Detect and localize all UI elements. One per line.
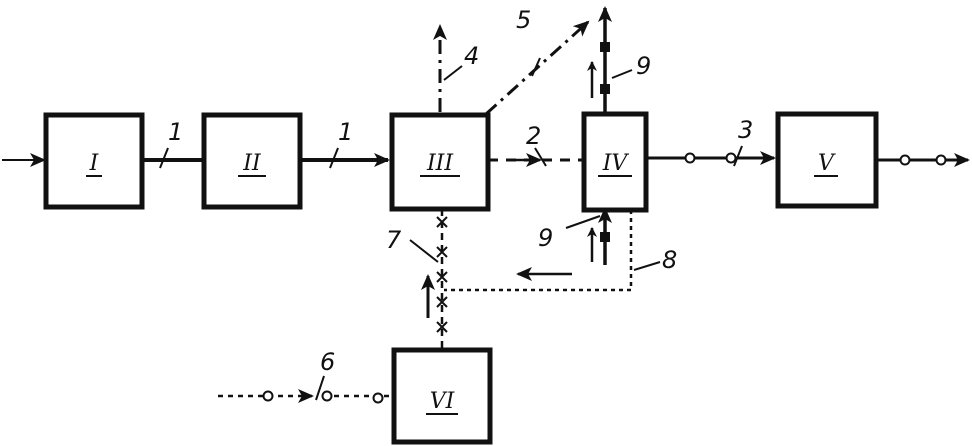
flow-5-diagonal <box>484 20 590 116</box>
callout-6: 6 <box>320 348 335 376</box>
block-i: I <box>43 112 145 210</box>
block-i-label: I <box>89 151 100 176</box>
block-v-label: V <box>818 151 836 176</box>
callout-1a: 1 <box>168 118 183 146</box>
block-vi: VI <box>391 347 493 445</box>
flow-7-x-markers <box>436 216 448 333</box>
callout-3: 3 <box>738 116 753 144</box>
flow-9-square-3 <box>600 232 610 242</box>
flow-6-node-2 <box>321 390 333 402</box>
flow-3-node-2 <box>725 152 737 164</box>
callout-8: 8 <box>662 246 677 274</box>
callout-4: 4 <box>464 42 479 70</box>
flow-6-node-3 <box>372 392 384 404</box>
block-vi-label: VI <box>430 389 456 414</box>
block-v: V <box>775 111 879 209</box>
callout-2: 2 <box>526 122 541 150</box>
callout-1b: 1 <box>338 118 353 146</box>
block-iv: IV <box>581 111 649 213</box>
flow-9-square-2 <box>600 84 610 94</box>
block-ii: II <box>201 112 303 210</box>
flow-3-node-1 <box>684 152 696 164</box>
output-node-1 <box>899 154 911 166</box>
block-ii-label: II <box>242 151 262 176</box>
callout-7: 7 <box>386 226 402 254</box>
output-node-2 <box>935 154 947 166</box>
flow-6-node-1 <box>262 390 274 402</box>
callout-9b: 9 <box>538 224 553 252</box>
block-iv-label: IV <box>602 151 630 176</box>
callout-5: 5 <box>516 6 531 34</box>
callout-9a: 9 <box>636 52 651 80</box>
flow-8-return <box>444 210 633 292</box>
block-iii-label: III <box>426 151 454 176</box>
flow-9-square-1 <box>600 42 610 52</box>
callout-leaders <box>159 57 743 401</box>
block-iii: III <box>389 112 491 212</box>
